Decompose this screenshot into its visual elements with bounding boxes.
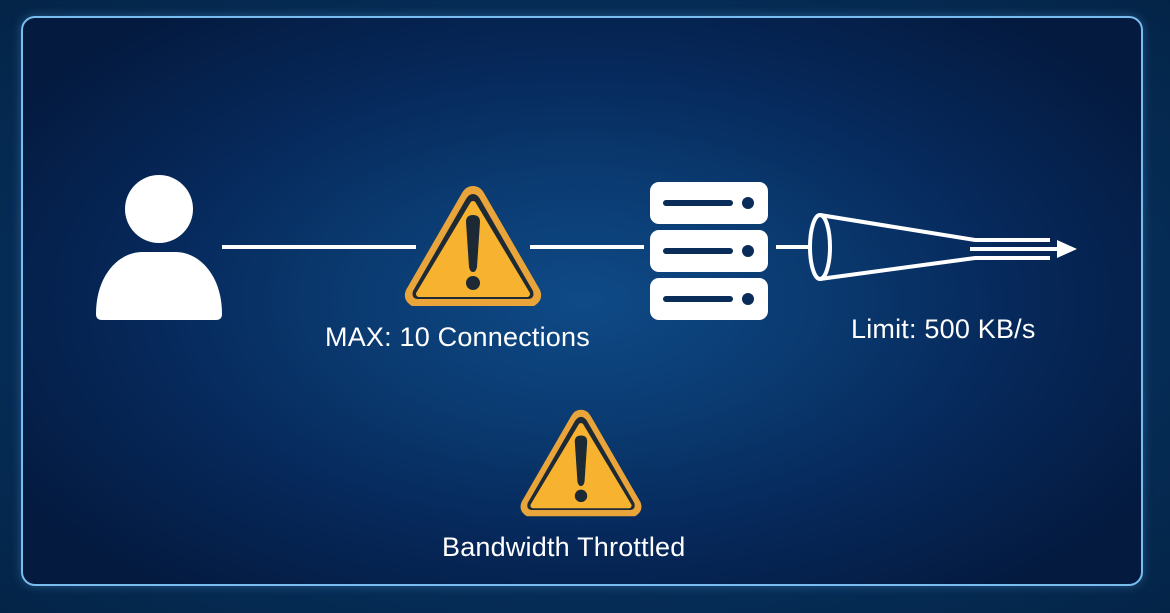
bandwidth-throttled-label: Bandwidth Throttled xyxy=(442,532,686,562)
bandwidth-limit-label: Limit: 500 KB/s xyxy=(851,314,1036,344)
user-icon xyxy=(92,174,226,322)
server-icon xyxy=(649,181,769,321)
warning-icon xyxy=(402,182,544,310)
connection-limit-label: MAX: 10 Connections xyxy=(325,322,590,352)
connector-line-warning-server xyxy=(530,245,644,249)
funnel-arrow-icon xyxy=(805,210,1080,285)
connector-line-user-warning xyxy=(222,245,416,249)
warning-icon xyxy=(518,406,644,520)
connector-line-server-funnel xyxy=(776,245,810,249)
